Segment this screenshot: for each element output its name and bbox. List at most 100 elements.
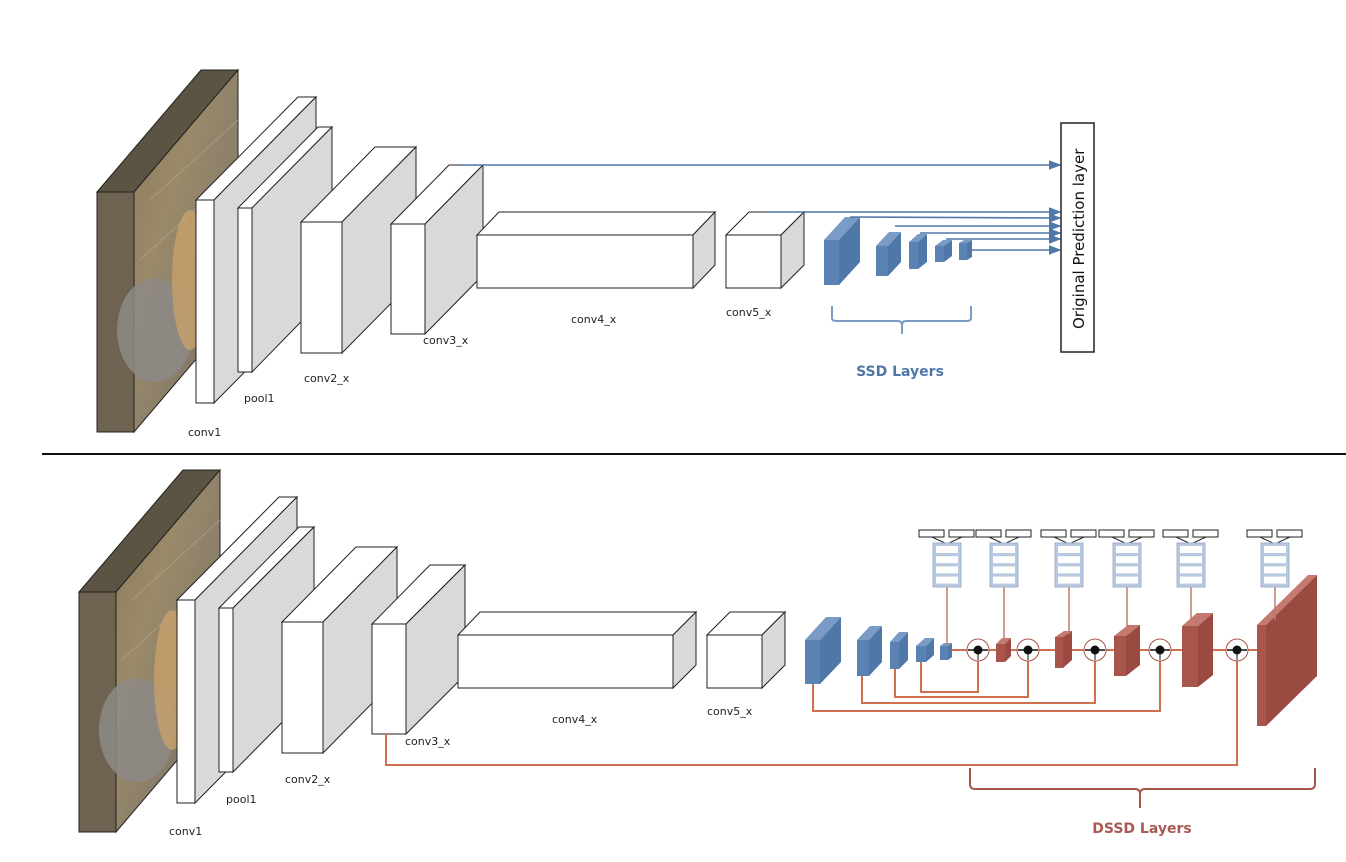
dssd-diagram: DSSD Layers conv1 pool1 conv2_x conv3_x …: [77, 468, 1317, 838]
cls-output-box: [918, 529, 945, 538]
prediction-module-3: [1040, 529, 1097, 634]
ssd-layer-2: [876, 232, 901, 276]
label-conv1: conv1: [169, 825, 202, 838]
prediction-layer-label: Original Prediction layer: [1070, 148, 1088, 329]
module-row: [936, 576, 958, 584]
layer-conv4-x: [456, 610, 698, 690]
module-row: [1058, 556, 1080, 564]
skip-ssd4: [920, 650, 979, 693]
layer-conv2-x: [299, 145, 418, 355]
ssd-layer-5: [940, 643, 952, 660]
deconv-layer-2: [1055, 631, 1072, 668]
ssd-layer-5: [959, 240, 972, 260]
ssd-layer-1: [824, 217, 860, 285]
dssd-brace: [969, 768, 1316, 808]
loc-output-box: [1005, 529, 1032, 538]
module-row: [1264, 576, 1286, 584]
layer-pool1: [217, 525, 316, 774]
module-row: [1264, 556, 1286, 564]
deconv-module-2: [1016, 638, 1040, 662]
module-row: [1180, 566, 1202, 574]
layer-conv3-x: [370, 563, 467, 736]
deconv-module-4: [1148, 638, 1172, 662]
module-row: [993, 556, 1015, 564]
module-row: [936, 546, 958, 553]
ssd-layer-3: [890, 632, 908, 669]
ssd-layer-4: [935, 240, 952, 262]
ssd-brace: [831, 306, 972, 334]
skip-ssd3: [894, 650, 1029, 698]
deconv-module-3: [1083, 638, 1107, 662]
deconv-layer-3: [1114, 625, 1140, 676]
deconv-layer-4: [1182, 613, 1213, 687]
ssd-arrows: [460, 160, 1062, 255]
arrow-ssd1: [849, 213, 1062, 223]
skip-ssd2: [861, 650, 1096, 704]
module-row: [1180, 576, 1202, 584]
module-row: [1264, 546, 1286, 553]
label-conv3: conv3_x: [405, 735, 451, 748]
skip-conv3: [385, 650, 1238, 766]
skip-ssd1: [812, 650, 1161, 712]
ssd-diagram: Original Prediction layer SSD Layers con…: [95, 68, 1095, 439]
cls-output-box: [1162, 529, 1189, 538]
dssd-deconv-layers: [996, 575, 1317, 726]
cls-output-box: [1246, 529, 1273, 538]
deconv-layer-1: [996, 638, 1011, 662]
ssd-layer-4: [916, 638, 934, 662]
prediction-module-1: [918, 529, 975, 645]
cls-output-box: [1098, 529, 1125, 538]
module-row: [1058, 576, 1080, 584]
label-conv4: conv4_x: [552, 713, 598, 726]
loc-output-box: [1276, 529, 1303, 538]
ssd-extra-layers: [824, 217, 972, 285]
ssd-layers-label: SSD Layers: [856, 364, 944, 380]
module-row: [993, 566, 1015, 574]
deconv-module-5: [1225, 638, 1249, 662]
module-row: [1058, 566, 1080, 574]
loc-output-box: [1128, 529, 1155, 538]
label-conv1: conv1: [188, 426, 221, 439]
module-row: [1058, 546, 1080, 553]
original-prediction-layer: Original Prediction layer: [1060, 122, 1095, 353]
layer-conv2-x: [280, 545, 399, 755]
deconv-layer-5: [1257, 575, 1317, 726]
module-row: [936, 566, 958, 574]
label-conv4: conv4_x: [571, 313, 617, 326]
layer-conv3-x: [389, 163, 485, 336]
module-row: [993, 576, 1015, 584]
module-row: [1180, 546, 1202, 553]
label-conv5: conv5_x: [726, 306, 772, 319]
module-row: [1180, 556, 1202, 564]
loc-output-box: [948, 529, 975, 538]
module-row: [993, 546, 1015, 553]
dssd-ssd-layers: [805, 617, 952, 684]
cls-output-box: [975, 529, 1002, 538]
module-row: [1116, 566, 1138, 574]
label-conv2: conv2_x: [304, 372, 350, 385]
label-pool1: pool1: [226, 793, 257, 806]
ssd-layer-2: [857, 626, 882, 676]
module-row: [1264, 566, 1286, 574]
layer-conv5-x: [724, 210, 806, 290]
dssd-layers-label: DSSD Layers: [1092, 821, 1191, 837]
label-conv5: conv5_x: [707, 705, 753, 718]
deconv-modules: [966, 638, 1249, 662]
label-pool1: pool1: [244, 392, 275, 405]
loc-output-box: [1192, 529, 1219, 538]
cls-output-box: [1040, 529, 1067, 538]
prediction-module-6: [1246, 529, 1303, 620]
loc-output-box: [1070, 529, 1097, 538]
module-row: [1116, 556, 1138, 564]
module-row: [936, 556, 958, 564]
prediction-module-5: [1162, 529, 1219, 620]
layer-conv4-x: [475, 210, 717, 290]
label-conv2: conv2_x: [285, 773, 331, 786]
prediction-module-4: [1098, 529, 1155, 632]
prediction-module-2: [975, 529, 1032, 640]
layer-conv5-x: [705, 610, 787, 690]
label-conv3: conv3_x: [423, 334, 469, 347]
ssd-layer-3: [909, 234, 927, 269]
module-row: [1116, 546, 1138, 553]
